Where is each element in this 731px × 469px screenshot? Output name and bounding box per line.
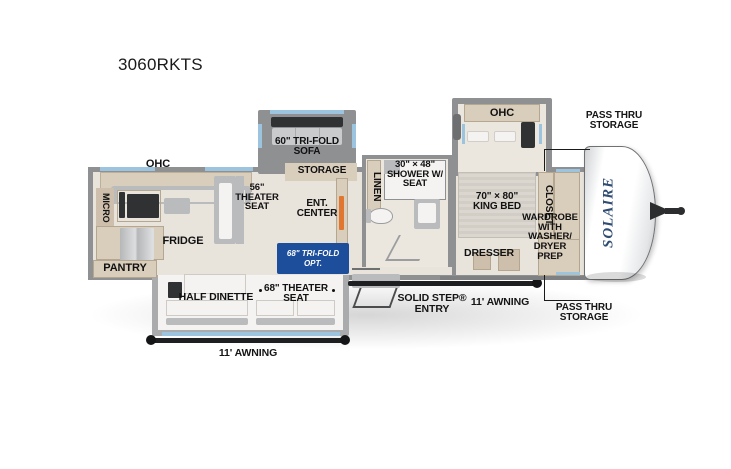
theater-68-dot-left — [259, 289, 262, 292]
bedroom-wall-left — [452, 155, 456, 275]
dinette-bench — [166, 300, 248, 316]
awning-street-side-bar — [150, 338, 346, 343]
pantry-cabinet — [93, 260, 157, 278]
ent-center-tv — [339, 196, 344, 230]
pass-thru-accent-top — [556, 169, 580, 172]
closet-cabinet — [538, 172, 554, 238]
brand-logo-text: SOLAIRE — [600, 176, 617, 248]
label-pass-thru-storage-top: PASS THRU STORAGE — [585, 110, 643, 132]
toilet — [369, 208, 393, 224]
sink — [164, 198, 190, 214]
bedroom-window-left — [462, 124, 465, 144]
entry-door-swing — [352, 268, 380, 284]
sofa-back — [271, 117, 343, 127]
wardrobe-cabinet — [538, 238, 580, 276]
callout-line-pass-thru-top-h — [544, 149, 590, 150]
bedroom-slide-window-left-edge — [453, 114, 461, 140]
toilet-tank — [366, 209, 371, 223]
theater-seat-68-cushion-left — [256, 300, 294, 316]
solid-step-tread — [352, 288, 398, 308]
range-cabinet — [117, 190, 161, 222]
theater-seat-56-cushion — [219, 183, 232, 239]
sofa-slideout-window-top — [270, 110, 344, 114]
callout-line-pass-thru-bottom-v — [544, 275, 545, 301]
dinette-base — [166, 318, 248, 325]
theater-seat-68-cushion-right — [297, 300, 335, 316]
bath-wall-left — [362, 155, 366, 267]
theater-seat-56-arm — [236, 176, 244, 244]
chassis-rail — [440, 276, 585, 280]
pillow-right — [494, 131, 516, 142]
theater-seat-68-base — [256, 318, 335, 325]
bedroom-ohc-cabinet — [464, 104, 540, 122]
bedroom-nightstand — [521, 122, 535, 148]
micro-unit — [119, 192, 125, 218]
bath-wall-right — [448, 155, 452, 267]
bedroom-window-right — [539, 124, 542, 144]
fridge-unit — [120, 228, 154, 260]
sofa-seam-1 — [295, 128, 296, 145]
shower-seat — [384, 160, 400, 174]
awning-rear-cap-right — [532, 278, 542, 288]
sofa-slideout-window-right — [352, 124, 356, 148]
wardrobe-column — [554, 172, 580, 240]
kitchen-window-top2 — [205, 167, 253, 171]
awning-street-cap-right — [340, 335, 350, 345]
optional-line-2: OPT. — [303, 258, 323, 268]
awning-street-cap-left — [146, 335, 156, 345]
awning-rear-bar — [348, 281, 538, 286]
pass-thru-accent-bottom — [556, 272, 580, 275]
kitchen-window-top — [100, 167, 155, 171]
dresser-unit-2 — [498, 249, 520, 271]
callout-line-pass-thru-bottom-h — [544, 300, 590, 301]
sofa-cushions — [272, 128, 342, 145]
street-slide-tv — [168, 282, 182, 298]
callout-line-pass-thru-top-v — [544, 149, 545, 171]
hitch-coupler-icon — [650, 202, 685, 220]
label-awning-street-side: 11' AWNING — [218, 347, 278, 359]
sofa-slideout-window-left — [258, 124, 262, 148]
vanity-sink — [418, 203, 436, 223]
optional-line-1: 68" TRI-FOLD — [286, 248, 340, 258]
page-title: 3060RKTS — [118, 55, 203, 74]
bath-wall-top — [362, 155, 452, 159]
dinette-table — [184, 274, 246, 294]
dresser-unit-1 — [473, 252, 491, 270]
sofa-seam-2 — [319, 128, 320, 145]
pillow-left — [467, 131, 489, 142]
theater-68-dot-right — [332, 289, 335, 292]
street-slide-window-bottom — [162, 332, 340, 336]
range-cooktop — [127, 194, 159, 218]
storage-cabinet — [285, 163, 357, 181]
optional-callout-box[interactable]: 68" TRI-FOLD OPT. — [277, 243, 349, 274]
linen-closet — [367, 160, 381, 212]
king-bed — [458, 172, 536, 238]
micro-cabinet — [96, 188, 114, 226]
front-cap-shadow — [586, 272, 646, 282]
